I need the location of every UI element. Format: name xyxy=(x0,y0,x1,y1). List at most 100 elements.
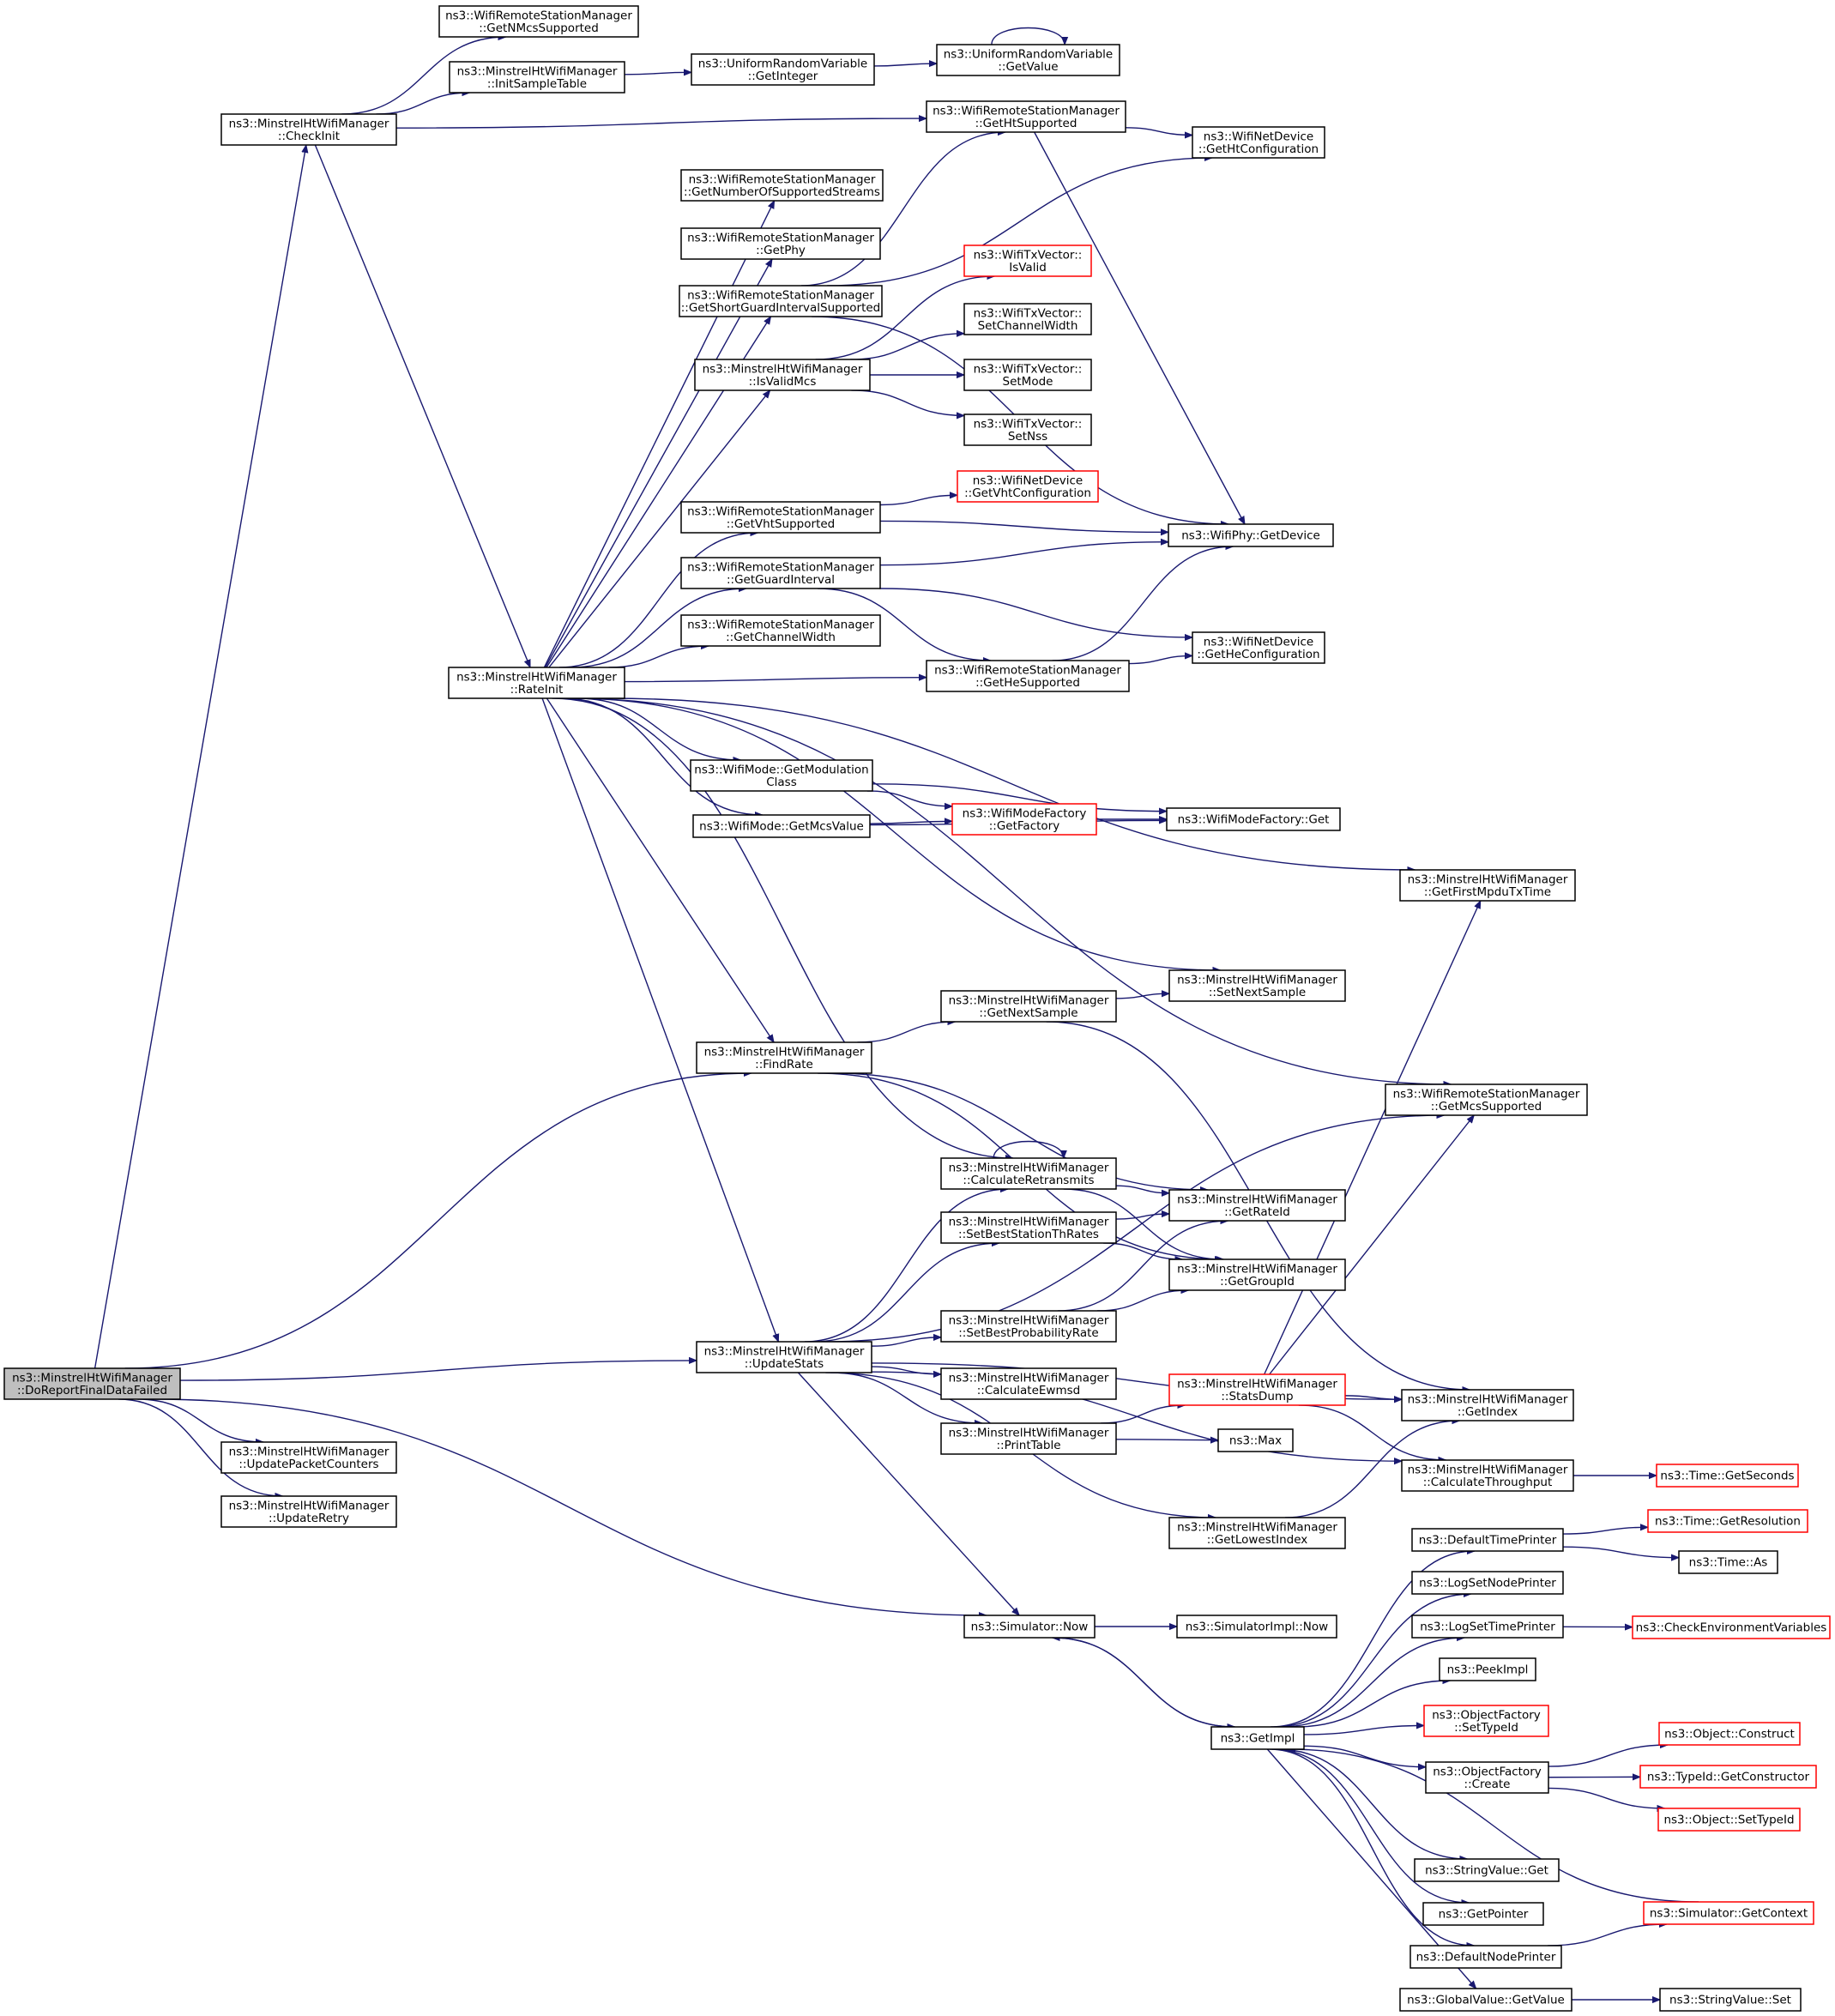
node-simulator-impl-now[interactable]: ns3::SimulatorImpl::Now xyxy=(1176,1615,1337,1639)
node-set-best-prob[interactable]: ns3::MinstrelHtWifiManager::SetBestProba… xyxy=(940,1310,1117,1343)
node-time-get-seconds[interactable]: ns3::Time::GetSeconds xyxy=(1656,1464,1799,1488)
node-label-line: ns3::WifiTxVector:: xyxy=(974,417,1083,431)
node-max[interactable]: ns3::Max xyxy=(1217,1428,1294,1452)
node-string-value-set[interactable]: ns3::StringValue::Set xyxy=(1659,1988,1802,2012)
node-calc-retransmits[interactable]: ns3::MinstrelHtWifiManager::CalculateRet… xyxy=(940,1157,1117,1190)
call-edge-rate_init-to-find_rate xyxy=(546,697,774,1042)
node-label-line: ns3::Max xyxy=(1229,1434,1282,1448)
node-box xyxy=(220,113,397,146)
node-time-get-resolution[interactable]: ns3::Time::GetResolution xyxy=(1647,1509,1808,1533)
node-get-impl[interactable]: ns3::GetImpl xyxy=(1210,1726,1305,1750)
node-get-ht-supported[interactable]: ns3::WifiRemoteStationManager::GetHtSupp… xyxy=(926,100,1126,133)
node-is-valid-mcs[interactable]: ns3::MinstrelHtWifiManager::IsValidMcs xyxy=(694,359,871,391)
node-default-node-printer[interactable]: ns3::DefaultNodePrinter xyxy=(1409,1945,1562,1969)
call-edge-get_lowest_index-to-get_index xyxy=(1284,1421,1460,1518)
node-mode-factory-getfactory[interactable]: ns3::WifiModeFactory::GetFactory xyxy=(951,803,1097,836)
node-label-line: ns3::MinstrelHtWifiManager xyxy=(229,117,389,130)
node-get-ht-config[interactable]: ns3::WifiNetDevice::GetHtConfiguration xyxy=(1192,126,1325,159)
node-calc-ewmsd[interactable]: ns3::MinstrelHtWifiManager::CalculateEwm… xyxy=(940,1367,1117,1400)
node-simulator-now[interactable]: ns3::Simulator::Now xyxy=(963,1615,1096,1639)
node-string-value-get[interactable]: ns3::StringValue::Get xyxy=(1414,1858,1560,1882)
node-update-packet-counters[interactable]: ns3::MinstrelHtWifiManager::UpdatePacket… xyxy=(220,1441,397,1474)
node-stats-dump[interactable]: ns3::MinstrelHtWifiManager::StatsDump xyxy=(1168,1373,1346,1406)
node-box xyxy=(1168,1189,1346,1222)
node-do-report[interactable]: ns3::MinstrelHtWifiManager::DoReportFina… xyxy=(3,1367,181,1400)
node-label-line: ns3::WifiRemoteStationManager xyxy=(687,618,874,631)
node-get-vht-config[interactable]: ns3::WifiNetDevice::GetVhtConfiguration xyxy=(957,470,1099,503)
node-label-line: ::GetNextSample xyxy=(979,1006,1077,1020)
node-get-lowest-index[interactable]: ns3::MinstrelHtWifiManager::GetLowestInd… xyxy=(1168,1517,1346,1549)
node-get-mcs-value[interactable]: ns3::WifiMode::GetMcsValue xyxy=(692,814,871,838)
node-check-init[interactable]: ns3::MinstrelHtWifiManager::CheckInit xyxy=(220,113,397,146)
call-edge-check_init-to-init_sample xyxy=(376,93,469,115)
node-txv-setnss[interactable]: ns3::WifiTxVector::SetNss xyxy=(963,413,1092,446)
node-global-value-getvalue[interactable]: ns3::GlobalValue::GetValue xyxy=(1399,1988,1572,2012)
node-get-nmcs[interactable]: ns3::WifiRemoteStationManager::GetNMcsSu… xyxy=(438,5,639,38)
node-get-value-urv[interactable]: ns3::UniformRandomVariable::GetValue xyxy=(936,44,1120,76)
node-default-time-printer[interactable]: ns3::DefaultTimePrinter xyxy=(1411,1528,1564,1552)
node-get-group-id[interactable]: ns3::MinstrelHtWifiManager::GetGroupId xyxy=(1168,1258,1346,1291)
node-label-line: ::CalculateEwmsd xyxy=(977,1384,1080,1397)
node-label-line: ns3::SimulatorImpl::Now xyxy=(1186,1621,1328,1634)
node-update-stats[interactable]: ns3::MinstrelHtWifiManager::UpdateStats xyxy=(696,1341,872,1373)
node-phy-get-device[interactable]: ns3::WifiPhy::GetDevice xyxy=(1168,523,1334,547)
node-get-vht-supported[interactable]: ns3::WifiRemoteStationManager::GetVhtSup… xyxy=(680,501,881,534)
node-txv-isvalid[interactable]: ns3::WifiTxVector::IsValid xyxy=(963,244,1092,277)
node-log-set-node-printer[interactable]: ns3::LogSetNodePrinter xyxy=(1411,1571,1564,1595)
node-label-line: ns3::WifiMode::GetMcsValue xyxy=(699,820,864,834)
node-typeid-get-constructor[interactable]: ns3::TypeId::GetConstructor xyxy=(1639,1765,1817,1789)
node-get-he-supported[interactable]: ns3::WifiRemoteStationManager::GetHeSupp… xyxy=(926,660,1130,692)
call-edge-set_best_th-to-get_rate_id xyxy=(1115,1214,1169,1220)
node-rate-init[interactable]: ns3::MinstrelHtWifiManager::RateInit xyxy=(448,667,625,699)
node-box xyxy=(951,803,1097,836)
node-get-first-mpdu[interactable]: ns3::MinstrelHtWifiManager::GetFirstMpdu… xyxy=(1399,869,1576,902)
node-log-set-time-printer[interactable]: ns3::LogSetTimePrinter xyxy=(1411,1615,1564,1639)
node-object-settypeid[interactable]: ns3::Object::SetTypeId xyxy=(1657,1808,1801,1832)
node-label-line: ::GetInteger xyxy=(748,69,818,83)
node-txv-setcw[interactable]: ns3::WifiTxVector::SetChannelWidth xyxy=(963,303,1092,335)
node-label-line: ::SetBestStationThRates xyxy=(958,1228,1099,1241)
node-label-line: ns3::MinstrelHtWifiManager xyxy=(949,1371,1109,1385)
node-get-mcs-supported[interactable]: ns3::WifiRemoteStationManager::GetMcsSup… xyxy=(1385,1083,1588,1116)
node-set-next-sample[interactable]: ns3::MinstrelHtWifiManager::SetNextSampl… xyxy=(1168,969,1346,1002)
call-edge-get_impl-to-object_factory_create xyxy=(1303,1745,1426,1766)
node-label-line: ns3::WifiTxVector:: xyxy=(974,306,1083,320)
node-get-integer[interactable]: ns3::UniformRandomVariable::GetInteger xyxy=(691,53,875,86)
node-get-phy[interactable]: ns3::WifiRemoteStationManager::GetPhy xyxy=(680,227,881,260)
node-get-he-config[interactable]: ns3::WifiNetDevice::GetHeConfiguration xyxy=(1192,631,1325,664)
node-peek-impl[interactable]: ns3::PeekImpl xyxy=(1439,1657,1536,1681)
node-get-rate-id[interactable]: ns3::MinstrelHtWifiManager::GetRateId xyxy=(1168,1189,1346,1222)
node-object-factory-settypeid[interactable]: ns3::ObjectFactory::SetTypeId xyxy=(1423,1705,1549,1737)
node-label-line: ::GetLowestIndex xyxy=(1207,1533,1308,1547)
call-edge-rate_init-to-get_channel_width xyxy=(608,646,709,668)
node-get-pointer[interactable]: ns3::GetPointer xyxy=(1422,1902,1544,1926)
node-box xyxy=(1168,969,1346,1002)
node-print-table[interactable]: ns3::MinstrelHtWifiManager::PrintTable xyxy=(940,1422,1117,1455)
node-get-guard-interval[interactable]: ns3::WifiRemoteStationManager::GetGuardI… xyxy=(680,557,881,589)
node-label-line: ns3::MinstrelHtWifiManager xyxy=(949,1161,1109,1174)
node-set-best-th[interactable]: ns3::MinstrelHtWifiManager::SetBestStati… xyxy=(940,1211,1117,1244)
node-simulator-get-context[interactable]: ns3::Simulator::GetContext xyxy=(1643,1901,1814,1925)
node-check-env-vars[interactable]: ns3::CheckEnvironmentVariables xyxy=(1632,1615,1831,1639)
node-get-index[interactable]: ns3::MinstrelHtWifiManager::GetIndex xyxy=(1401,1389,1574,1421)
node-get-next-sample[interactable]: ns3::MinstrelHtWifiManager::GetNextSampl… xyxy=(940,990,1117,1023)
node-find-rate[interactable]: ns3::MinstrelHtWifiManager::FindRate xyxy=(696,1041,872,1074)
node-box xyxy=(680,227,881,260)
node-update-retry[interactable]: ns3::MinstrelHtWifiManager::UpdateRetry xyxy=(220,1495,397,1528)
call-edge-find_rate-to-get_rate_id xyxy=(833,1072,1208,1190)
node-label-line: ::GetGuardInterval xyxy=(727,573,835,587)
node-get-sgi[interactable]: ns3::WifiRemoteStationManager::GetShortG… xyxy=(679,285,883,317)
node-object-construct[interactable]: ns3::Object::Construct xyxy=(1658,1722,1801,1746)
node-object-factory-create[interactable]: ns3::ObjectFactory::Create xyxy=(1425,1761,1549,1794)
call-edge-set_best_prob-to-get_rate_id xyxy=(1058,1221,1228,1312)
node-label-line: ns3::GetPointer xyxy=(1439,1908,1529,1922)
node-time-as[interactable]: ns3::Time::As xyxy=(1678,1550,1778,1574)
node-label-line: ns3::Simulator::Now xyxy=(971,1621,1089,1634)
node-init-sample[interactable]: ns3::MinstrelHtWifiManager::InitSampleTa… xyxy=(449,61,625,94)
node-get-num-streams[interactable]: ns3::WifiRemoteStationManager::GetNumber… xyxy=(680,169,884,202)
node-calc-throughput[interactable]: ns3::MinstrelHtWifiManager::CalculateThr… xyxy=(1401,1459,1574,1492)
node-mode-factory-get[interactable]: ns3::WifiModeFactory::Get xyxy=(1166,807,1341,831)
node-txv-setmode[interactable]: ns3::WifiTxVector::SetMode xyxy=(963,359,1092,391)
node-get-channel-width[interactable]: ns3::WifiRemoteStationManager::GetChanne… xyxy=(680,614,881,647)
